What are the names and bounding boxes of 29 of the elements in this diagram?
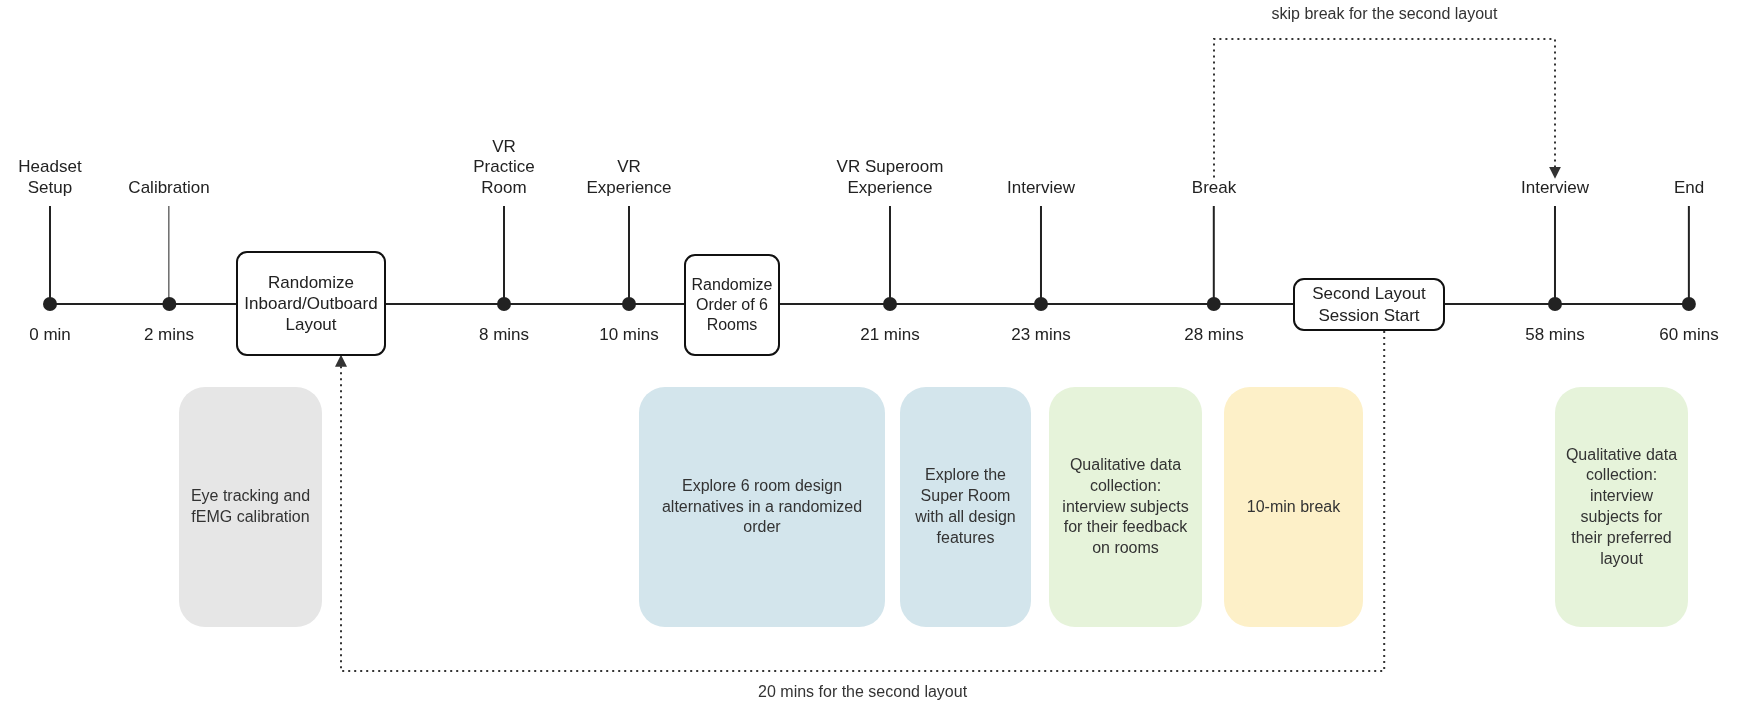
time-label: 21 mins — [860, 325, 920, 345]
milestone-label: Headset Setup — [17, 157, 83, 198]
milestone-label: VR Experience — [585, 157, 673, 198]
time-label: 10 mins — [599, 325, 659, 345]
time-label: 8 mins — [478, 325, 530, 345]
milestone-label: Calibration — [128, 177, 210, 198]
milestone-label: Interview — [1007, 177, 1075, 198]
time-label: 0 min — [29, 325, 71, 345]
activity-card: Qualitative data collection: interview subjects for their preferred layout — [1555, 387, 1688, 627]
activity-card: Eye tracking and fEMG calibration — [179, 387, 322, 627]
milestone-label: VR Superoom Experience — [835, 157, 945, 198]
time-label: 60 mins — [1659, 325, 1719, 345]
time-label: 28 mins — [1184, 325, 1244, 345]
milestone-label: Interview — [1521, 177, 1589, 198]
milestone-label: End — [1673, 177, 1705, 198]
time-label: 2 mins — [143, 325, 194, 345]
activity-card: Explore 6 room design alternatives in a randomized order — [639, 387, 885, 627]
activity-card: 10-min break — [1224, 387, 1363, 627]
activity-card: Explore the Super Room with all design features — [900, 387, 1031, 627]
milestone-label: Break — [1191, 177, 1237, 198]
dotted-arrow — [1213, 38, 1561, 179]
process-box: Second Layout Session Start — [1293, 278, 1445, 331]
activity-card: Qualitative data collection: interview subjects for their feedback on rooms — [1049, 387, 1202, 627]
time-label: 58 mins — [1525, 325, 1585, 345]
dotted-arrow — [335, 330, 1386, 672]
process-box: Randomize Order of 6 Rooms — [684, 254, 780, 356]
time-label: 23 mins — [1011, 325, 1071, 345]
milestone-label: VR Practice Room — [472, 136, 536, 198]
process-box: Randomize Inboard/Outboard Layout — [236, 251, 386, 356]
